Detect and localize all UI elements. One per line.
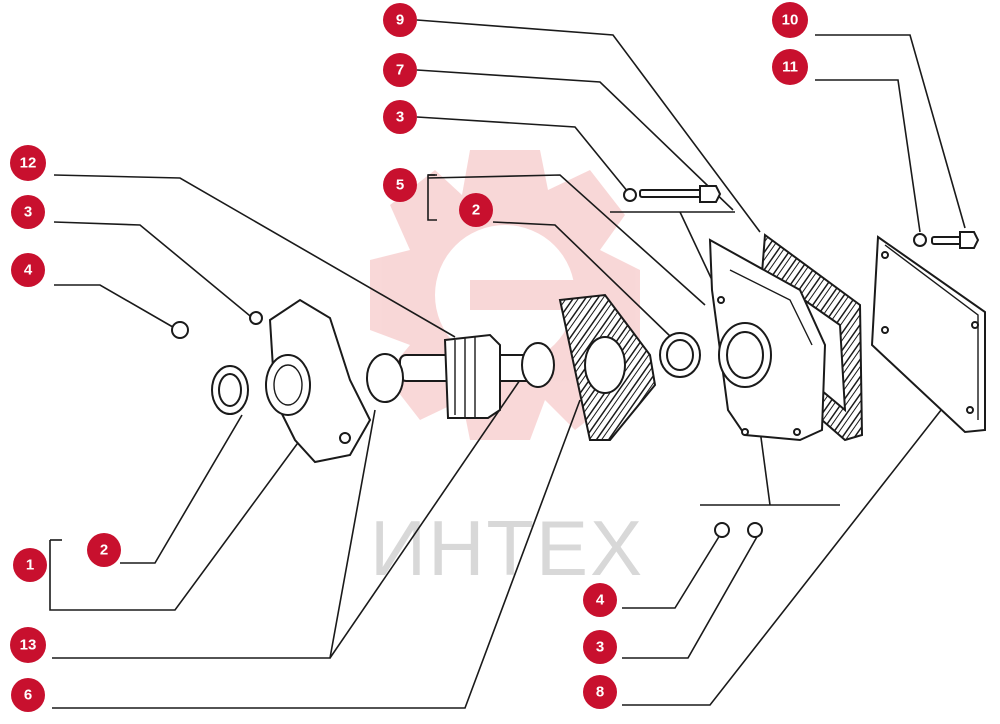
nut-left-4 — [171, 321, 189, 339]
callout-4-left: 4 — [11, 253, 45, 287]
callout-label: 7 — [396, 62, 404, 79]
leader-lines — [49, 19, 966, 709]
nut-left-3 — [249, 311, 263, 325]
callout-11: 11 — [772, 49, 808, 85]
callout-6: 6 — [11, 678, 45, 712]
seal-ring — [366, 342, 555, 403]
callout-label: 5 — [396, 177, 404, 194]
callout-label: 9 — [396, 12, 404, 29]
callout-1: 1 — [13, 548, 47, 582]
gasket-6 — [558, 293, 657, 441]
callout-label: 1 — [26, 557, 34, 574]
nuts-lower — [714, 522, 763, 538]
callout-7: 7 — [383, 53, 417, 87]
callout-label: 8 — [596, 684, 604, 701]
callout-label: 2 — [100, 542, 108, 559]
rear-housing — [708, 238, 827, 442]
bolt-7 — [623, 185, 722, 203]
callout-label: 3 — [596, 639, 604, 656]
callout-10: 10 — [772, 2, 808, 38]
callout-12: 12 — [10, 145, 46, 181]
callout-label: 2 — [472, 202, 480, 219]
bolt-10 — [913, 231, 980, 249]
callout-2-bottom: 2 — [87, 533, 121, 567]
front-housing — [265, 298, 372, 464]
callout-label: 12 — [20, 155, 37, 172]
bearing-left — [211, 365, 249, 415]
callout-5: 5 — [383, 168, 417, 202]
callout-label: 11 — [782, 59, 798, 76]
callout-label: 3 — [24, 204, 32, 221]
callout-2-top: 2 — [459, 193, 493, 227]
callout-9: 9 — [383, 3, 417, 37]
callout-label: 6 — [24, 687, 32, 704]
callout-3-left: 3 — [11, 195, 45, 229]
cover-plate — [870, 235, 986, 434]
callout-label: 4 — [24, 262, 33, 279]
callout-label: 10 — [782, 12, 799, 29]
watermark-text: ИНТЕХ — [370, 504, 644, 592]
callout-8: 8 — [583, 675, 617, 709]
callout-label: 3 — [396, 109, 404, 126]
callout-13: 13 — [10, 627, 46, 663]
callout-label: 13 — [20, 637, 37, 654]
callout-4-bottom: 4 — [583, 583, 617, 617]
callout-3-top: 3 — [383, 100, 417, 134]
bearing-right — [659, 332, 701, 378]
callout-3-bottom: 3 — [583, 630, 617, 664]
group-bracket-5 — [427, 174, 437, 221]
callout-label: 4 — [596, 592, 605, 609]
